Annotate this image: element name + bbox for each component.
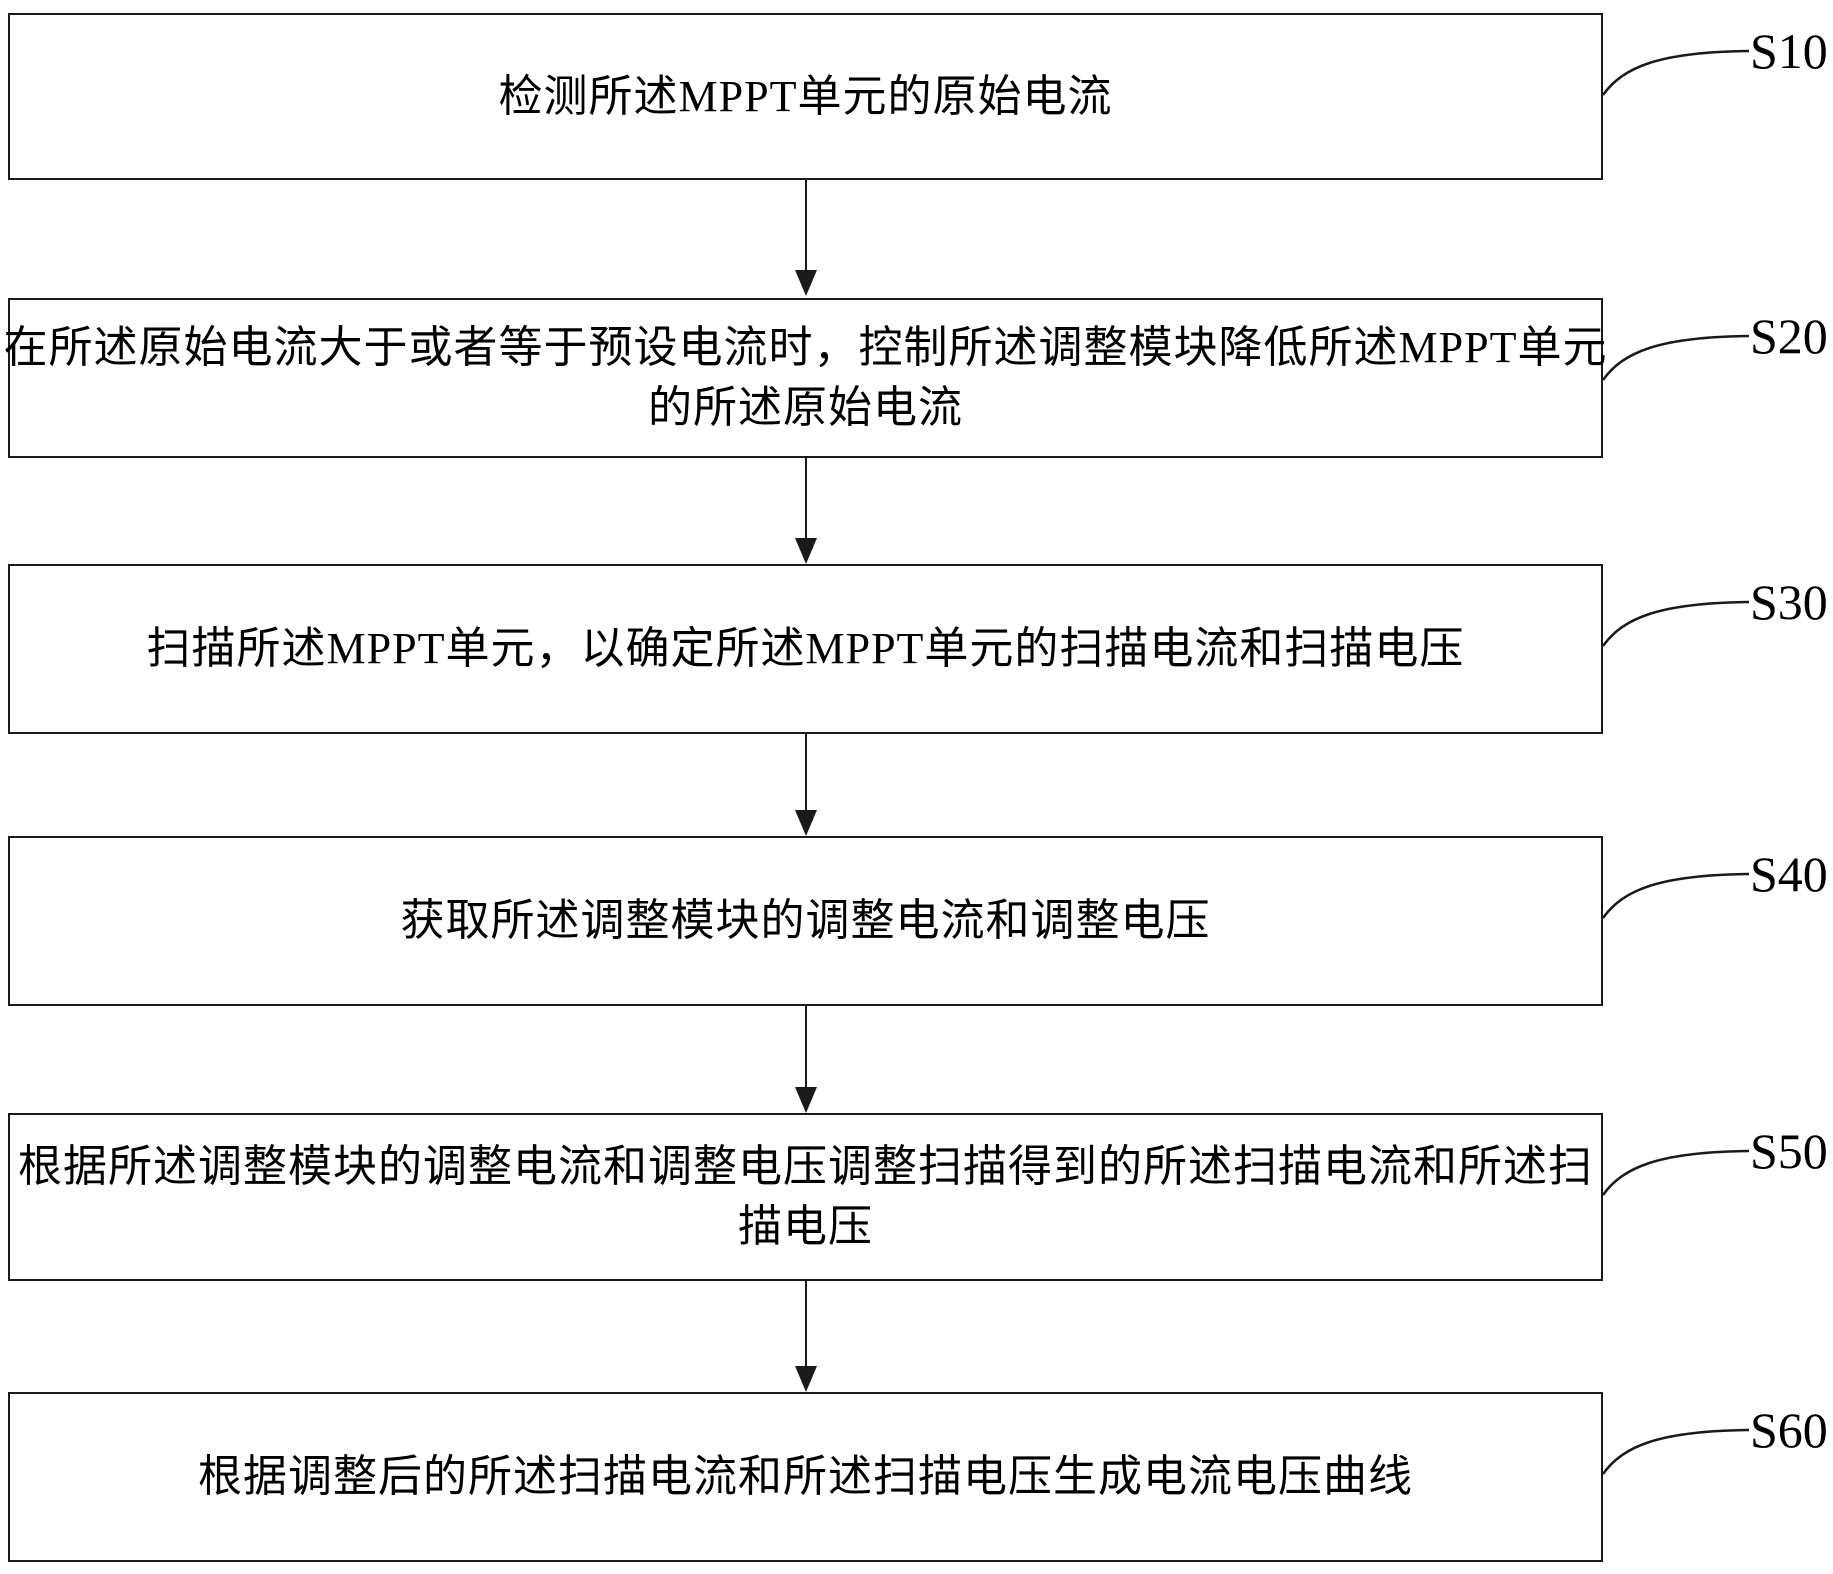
flow-arrow-3	[792, 734, 820, 836]
arrow-head-icon	[795, 538, 817, 564]
arrow-shaft	[805, 458, 807, 540]
leader-line-s60	[1601, 1428, 1750, 1475]
step-text-s50: 根据所述调整模块的调整电流和调整电压调整扫描得到的所述扫描电流和所述扫 描电压	[18, 1142, 1593, 1251]
arrow-shaft	[805, 180, 807, 272]
step-label-s30: S30	[1750, 574, 1828, 630]
step-text-s40: 获取所述调整模块的调整电流和调整电压	[400, 896, 1211, 945]
arrow-head-icon	[795, 270, 817, 296]
leader-line-s40	[1601, 872, 1750, 919]
arrow-head-icon	[795, 1366, 817, 1392]
step-label-s20: S20	[1750, 308, 1828, 364]
step-box-s40: 获取所述调整模块的调整电流和调整电压	[8, 836, 1603, 1006]
arrow-head-icon	[795, 1087, 817, 1113]
step-label-s50: S50	[1750, 1123, 1828, 1179]
arrow-shaft	[805, 1006, 807, 1089]
arrow-shaft	[805, 734, 807, 812]
step-box-s10: 检测所述MPPT单元的原始电流	[8, 13, 1603, 180]
step-text-s30: 扫描所述MPPT单元，以确定所述MPPT单元的扫描电流和扫描电压	[146, 624, 1465, 673]
leader-line-s50	[1601, 1149, 1750, 1196]
leader-line-s10	[1601, 49, 1750, 96]
step-text-s20: 在所述原始电流大于或者等于预设电流时，控制所述调整模块降低所述MPPT单元 的所…	[3, 323, 1608, 432]
step-box-s20: 在所述原始电流大于或者等于预设电流时，控制所述调整模块降低所述MPPT单元 的所…	[4, 298, 1606, 458]
leader-line-s20	[1601, 334, 1750, 381]
step-box-s50: 根据所述调整模块的调整电流和调整电压调整扫描得到的所述扫描电流和所述扫 描电压	[8, 1113, 1603, 1281]
step-label-s60: S60	[1750, 1402, 1828, 1458]
step-box-s60: 根据调整后的所述扫描电流和所述扫描电压生成电流电压曲线	[8, 1392, 1603, 1562]
step-text-s10: 检测所述MPPT单元的原始电流	[498, 71, 1113, 121]
arrow-shaft	[805, 1281, 807, 1368]
leader-line-s30	[1601, 600, 1750, 647]
flow-arrow-4	[792, 1006, 820, 1113]
flow-arrow-2	[792, 458, 820, 564]
step-box-s30: 扫描所述MPPT单元，以确定所述MPPT单元的扫描电流和扫描电压	[8, 564, 1603, 734]
flow-arrow-1	[792, 180, 820, 296]
arrow-head-icon	[795, 810, 817, 836]
step-label-s10: S10	[1750, 23, 1828, 79]
step-label-s40: S40	[1750, 846, 1828, 902]
step-text-s60: 根据调整后的所述扫描电流和所述扫描电压生成电流电压曲线	[198, 1452, 1413, 1501]
flow-arrow-5	[792, 1281, 820, 1392]
